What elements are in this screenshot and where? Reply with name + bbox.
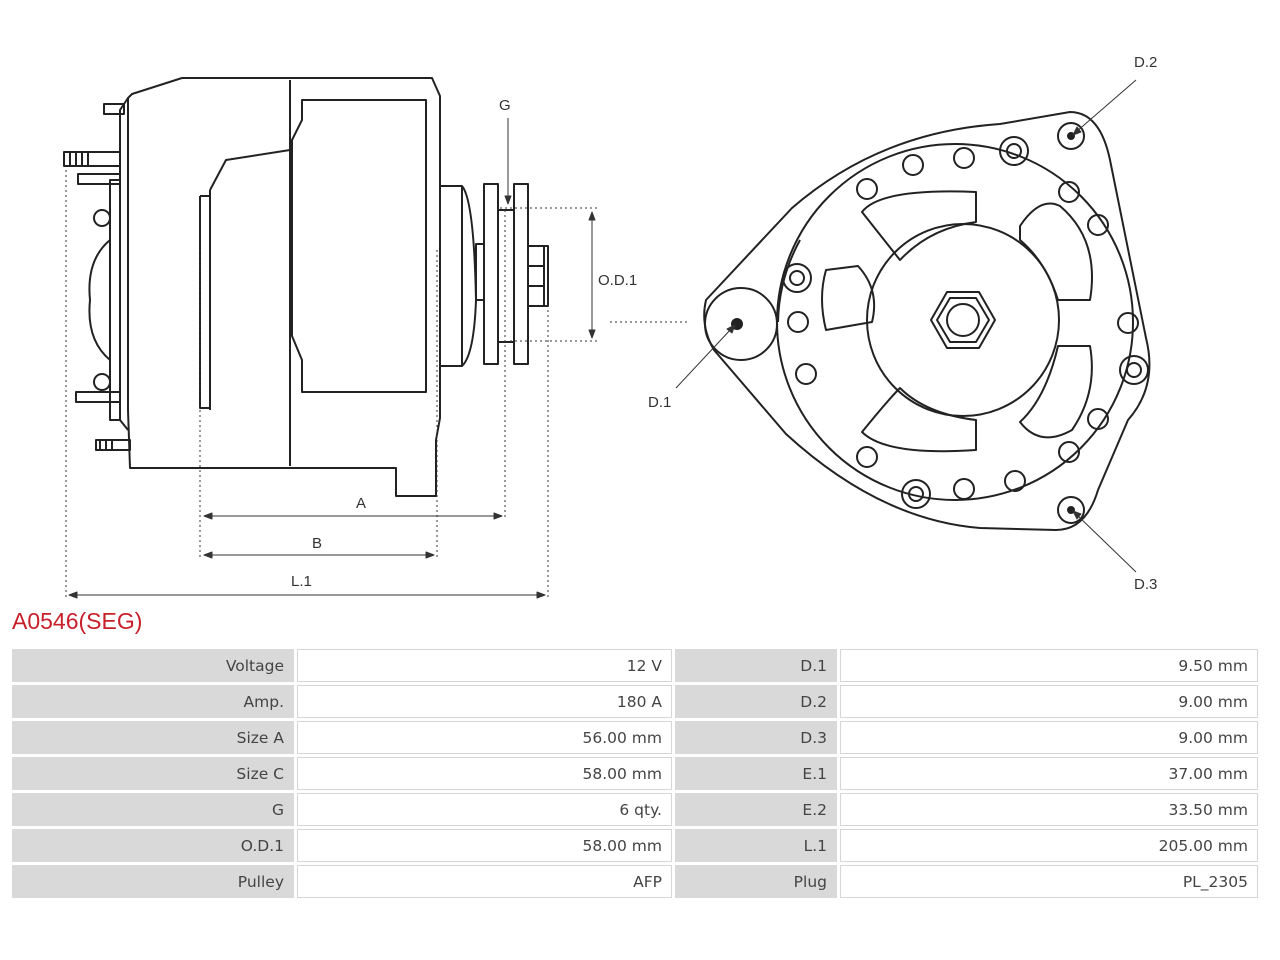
spec-value: 37.00 mm — [840, 757, 1258, 790]
label-d2: D.2 — [1134, 54, 1157, 71]
spec-key: Size A — [12, 721, 294, 754]
spec-value: PL_2305 — [840, 865, 1258, 898]
spec-table: Voltage 12 V D.1 9.50 mm Amp. 180 A D.2 … — [9, 646, 1261, 901]
label-d1: D.1 — [648, 394, 671, 411]
spec-key: Pulley — [12, 865, 294, 898]
spec-key: D.3 — [675, 721, 837, 754]
spec-value: 58.00 mm — [297, 757, 672, 790]
side-view — [63, 77, 549, 497]
spec-key: Plug — [675, 865, 837, 898]
spec-value: 33.50 mm — [840, 793, 1258, 826]
label-b: B — [312, 535, 322, 552]
spec-value: 9.00 mm — [840, 721, 1258, 754]
table-row: Voltage 12 V D.1 9.50 mm — [12, 649, 1258, 682]
spec-value: 6 qty. — [297, 793, 672, 826]
spec-key: D.2 — [675, 685, 837, 718]
spec-value: 58.00 mm — [297, 829, 672, 862]
spec-value: 205.00 mm — [840, 829, 1258, 862]
spec-key: Voltage — [12, 649, 294, 682]
spec-value: 180 A — [297, 685, 672, 718]
rear-bolts — [63, 103, 131, 451]
pulley-flange-front — [513, 183, 529, 365]
label-od1: O.D.1 — [598, 272, 637, 289]
spec-value: 12 V — [297, 649, 672, 682]
mounting-holes — [787, 122, 1139, 524]
dimension-lines — [68, 118, 596, 599]
spec-key: Amp. — [12, 685, 294, 718]
spec-key: G — [12, 793, 294, 826]
spec-value: AFP — [297, 865, 672, 898]
front-view — [675, 79, 1151, 573]
screws — [782, 136, 1149, 509]
label-l1: L.1 — [291, 573, 312, 590]
table-row: Size C 58.00 mm E.1 37.00 mm — [12, 757, 1258, 790]
spec-value: 9.50 mm — [840, 649, 1258, 682]
alternator-drawing: G O.D.1 A B L.1 D.1 D.2 D.3 — [63, 54, 1157, 599]
table-row: Size A 56.00 mm D.3 9.00 mm — [12, 721, 1258, 754]
product-title: A0546(SEG) — [12, 608, 143, 634]
spec-key: Size C — [12, 757, 294, 790]
spec-key: E.1 — [675, 757, 837, 790]
label-a: A — [356, 495, 366, 512]
pulley-flange-rear — [483, 183, 499, 365]
spec-key: E.2 — [675, 793, 837, 826]
spec-value: 56.00 mm — [297, 721, 672, 754]
spec-key: O.D.1 — [12, 829, 294, 862]
spec-value: 9.00 mm — [840, 685, 1258, 718]
spec-key: L.1 — [675, 829, 837, 862]
table-row: Pulley AFP Plug PL_2305 — [12, 865, 1258, 898]
spec-key: D.1 — [675, 649, 837, 682]
label-g: G — [499, 97, 511, 114]
label-d3: D.3 — [1134, 576, 1157, 593]
table-row: O.D.1 58.00 mm L.1 205.00 mm — [12, 829, 1258, 862]
table-row: G 6 qty. E.2 33.50 mm — [12, 793, 1258, 826]
table-row: Amp. 180 A D.2 9.00 mm — [12, 685, 1258, 718]
